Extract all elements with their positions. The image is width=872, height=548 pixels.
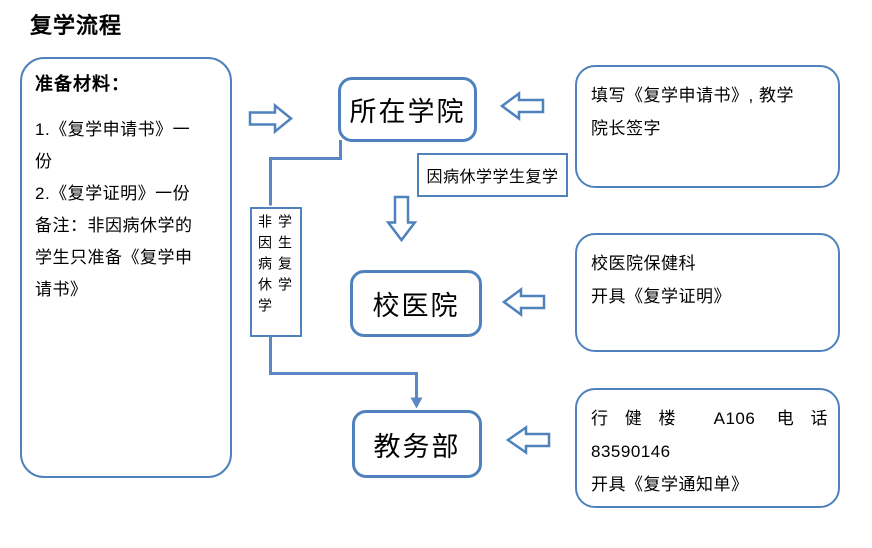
vertical-label-column: 学生复学 — [277, 214, 293, 298]
note-line: 院长签字 — [591, 119, 661, 138]
arrow-left-note-to-college-icon — [499, 91, 545, 121]
arrow-left-note-to-hospital-icon — [501, 287, 546, 317]
node-academic-affairs-office: 教务部 — [352, 410, 482, 478]
materials-list: 1.《复学申请书》一 份 2.《复学证明》一份 备注：非因病休学的 学生只准备《… — [35, 114, 220, 306]
note-line: 校医院保健科 — [591, 254, 696, 273]
vertical-label-column: 非因病休学 — [257, 214, 273, 319]
connector-non-sick-label-to-office — [269, 336, 418, 399]
materials-line: 学生只准备《复学申 — [35, 248, 193, 267]
arrow-right-materials-to-college-icon — [248, 102, 293, 135]
materials-line: 请书》 — [35, 280, 88, 299]
arrow-left-note-to-office-icon — [505, 425, 551, 455]
note-line: 83590146 — [591, 442, 671, 461]
note-office: 行健楼 A106 电话 83590146 开具《复学通知单》 — [575, 388, 840, 508]
label-non-sick-leave-branch: 非因病休学 学生复学 — [250, 207, 302, 337]
materials-box: 准备材料： 1.《复学申请书》一 份 2.《复学证明》一份 备注：非因病休学的 … — [20, 57, 232, 478]
arrow-down-college-to-hospital-icon — [385, 195, 418, 243]
materials-line: 1.《复学申请书》一 — [35, 120, 191, 139]
note-hospital: 校医院保健科 开具《复学证明》 — [575, 233, 840, 352]
materials-line: 份 — [35, 152, 53, 171]
node-college: 所在学院 — [338, 77, 477, 142]
note-line: 开具《复学通知单》 — [591, 475, 749, 494]
note-line: 填写《复学申请书》, 教学 — [591, 86, 794, 105]
node-school-hospital: 校医院 — [350, 270, 482, 337]
page-title: 复学流程 — [30, 13, 123, 38]
label-sick-leave-branch: 因病休学学生复学 — [417, 153, 568, 197]
materials-line: 2.《复学证明》一份 — [35, 184, 191, 203]
materials-line: 备注：非因病休学的 — [35, 216, 193, 235]
note-line: 开具《复学证明》 — [591, 287, 731, 306]
note-college: 填写《复学申请书》, 教学 院长签字 — [575, 65, 840, 188]
materials-heading: 准备材料： — [35, 74, 130, 94]
connector-college-to-non-sick-label — [269, 140, 342, 206]
arrowhead-into-office-icon — [410, 397, 423, 409]
note-line: 行健楼 A106 电话 — [591, 409, 828, 428]
